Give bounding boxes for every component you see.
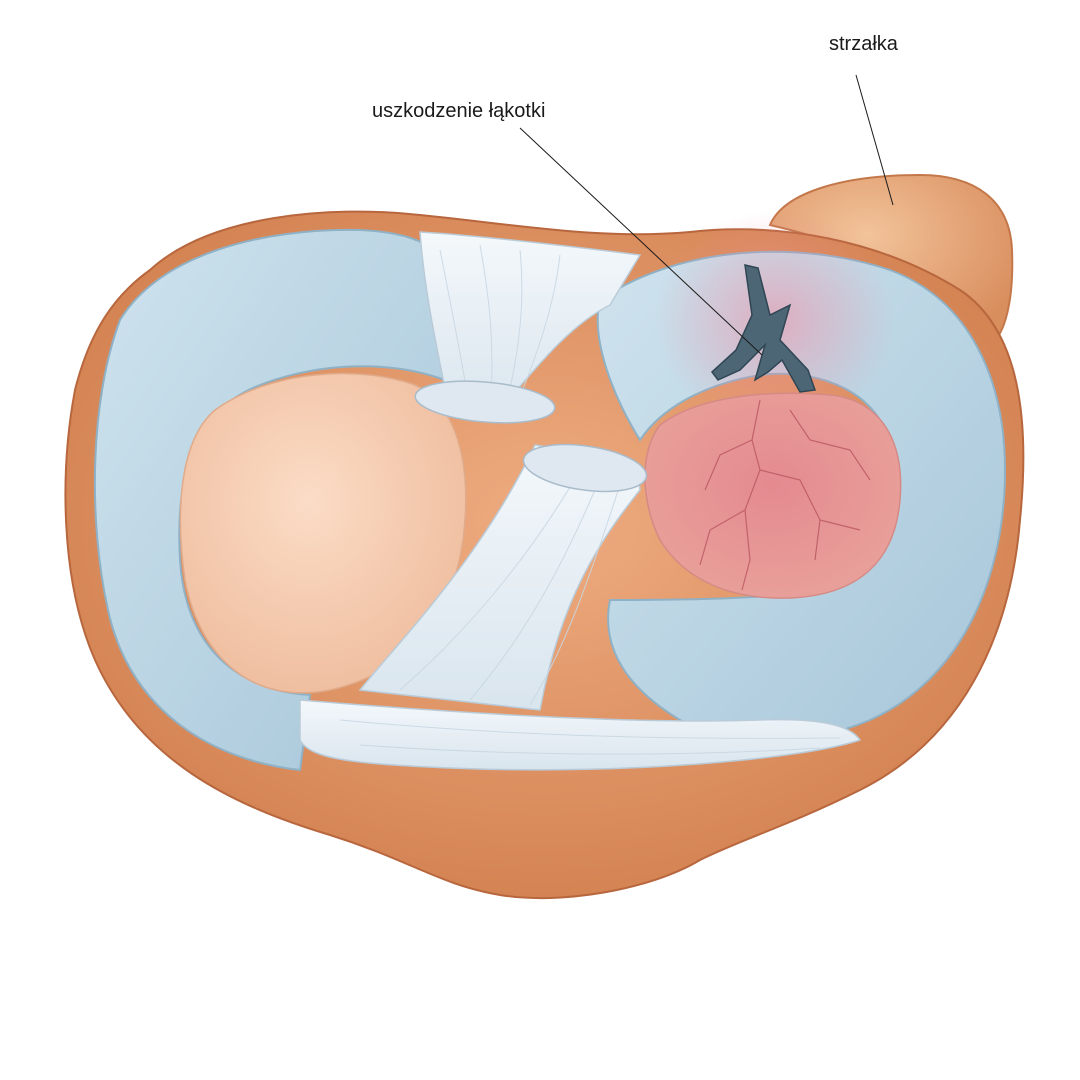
- fibula-label: strzałka: [829, 33, 899, 55]
- meniscus-tear-label: uszkodzenie łąkotki: [372, 100, 545, 122]
- anterior-cruciate-ligament: [419, 231, 642, 421]
- damaged-cartilage: [644, 392, 902, 599]
- meniscus-tear-leader-line: [519, 127, 763, 356]
- pcl-attachment: [522, 443, 648, 493]
- meniscus-tear: [710, 264, 817, 393]
- fibula-leader-line: [855, 74, 894, 206]
- cartilage-cracks: [699, 399, 871, 591]
- acl-attachment: [414, 380, 556, 424]
